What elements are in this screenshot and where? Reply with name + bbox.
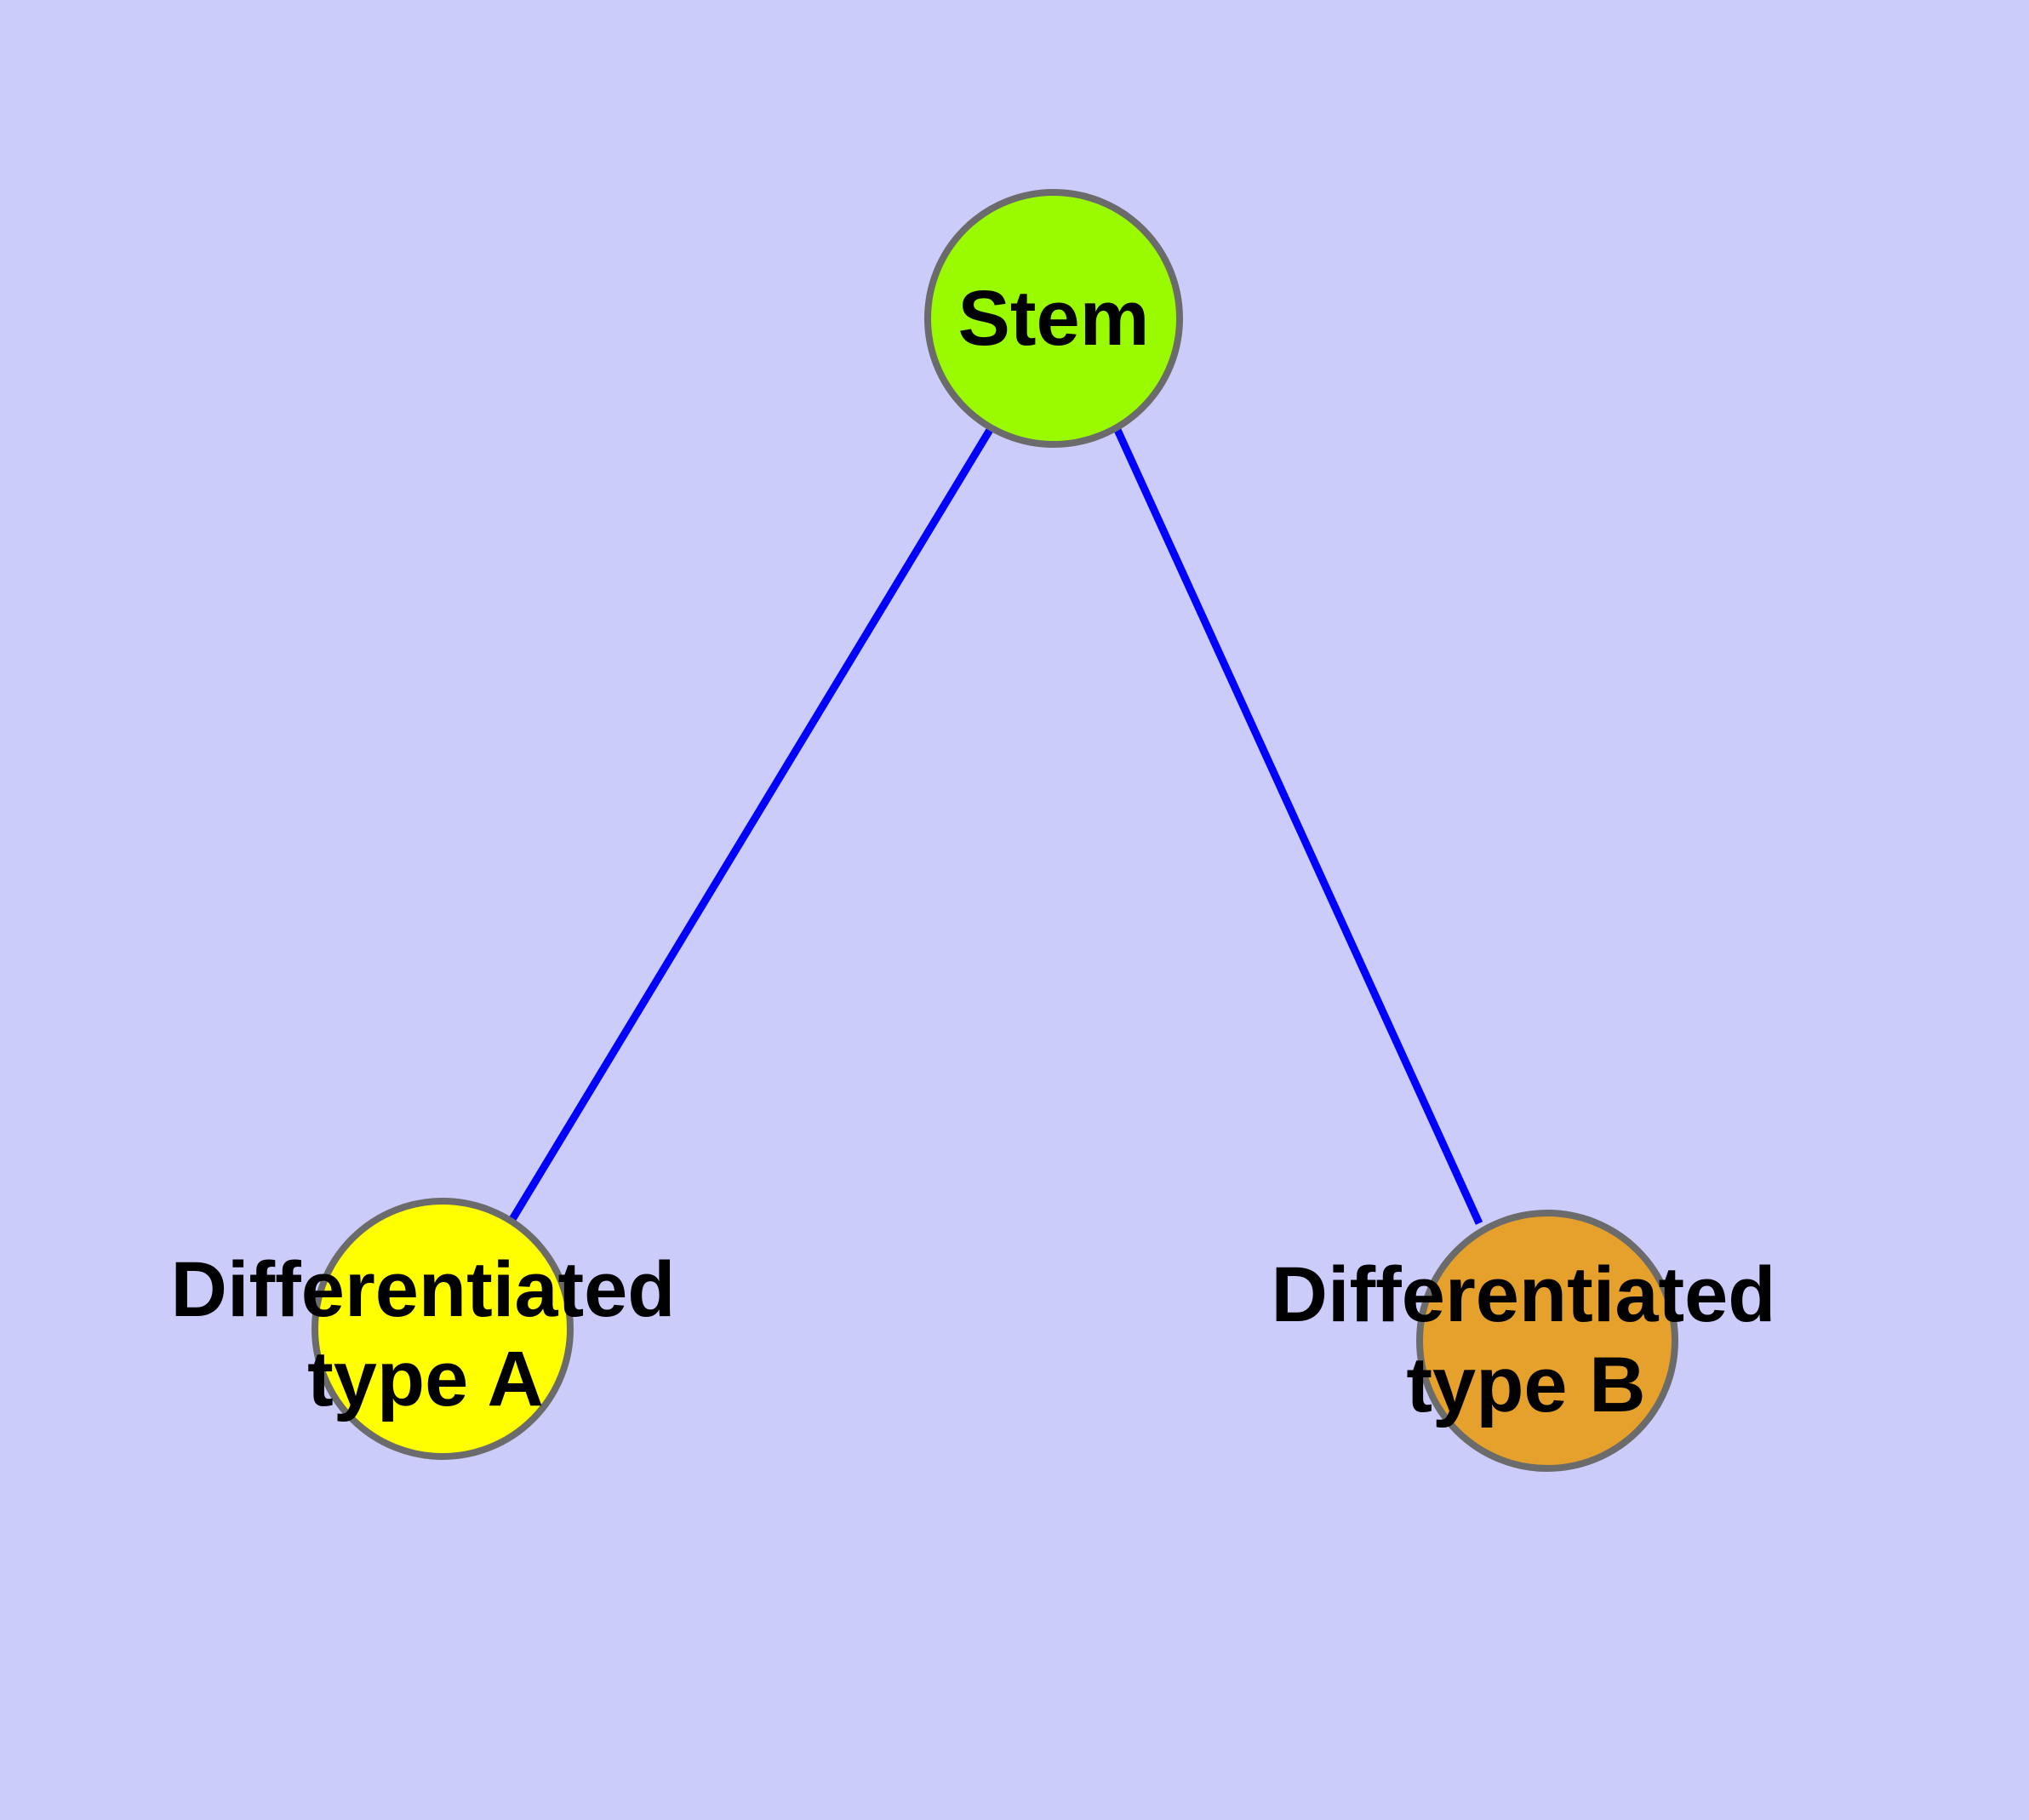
- node-diff-b-label-line2: type B: [1406, 1342, 1645, 1428]
- node-diff-a-circle[interactable]: [311, 1198, 574, 1460]
- node-diff-a-label-line2: type A: [307, 1336, 544, 1422]
- node-diff-a-label-line1: Differentiated: [171, 1246, 676, 1333]
- edge-stem-to-diff-b: [1113, 428, 1483, 1225]
- node-diff-b-label-line1: Differentiated: [1272, 1251, 1776, 1338]
- node-diff-a[interactable]: Differentiated type A: [171, 1198, 676, 1460]
- edge-layer: [508, 427, 1483, 1225]
- edge-stem-to-diff-a: [508, 427, 993, 1223]
- node-diff-b-circle[interactable]: [1416, 1210, 1678, 1472]
- node-stem-circle[interactable]: [924, 189, 1183, 448]
- node-stem-label: Stem: [958, 275, 1150, 362]
- node-stem[interactable]: Stem: [924, 189, 1183, 448]
- node-diff-b[interactable]: Differentiated type B: [1272, 1210, 1776, 1472]
